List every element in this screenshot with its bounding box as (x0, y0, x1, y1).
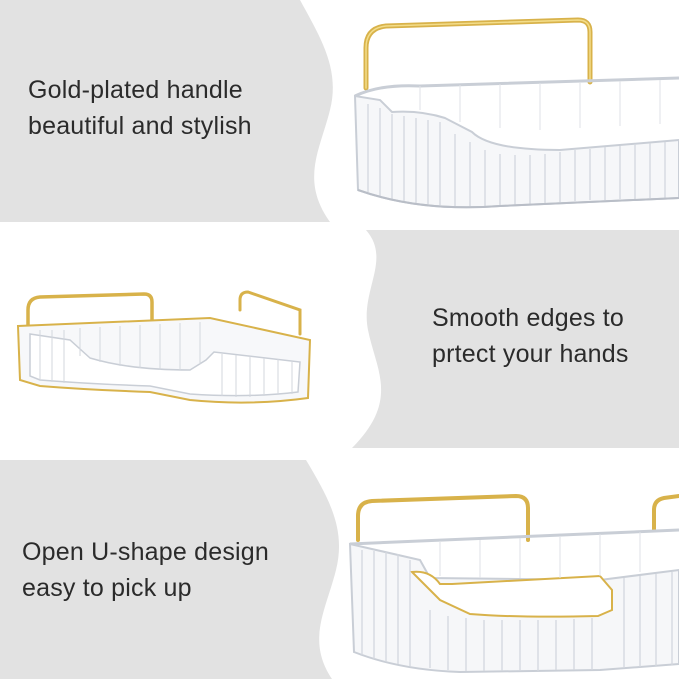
feature-panel-edges: Smooth edges to prtect your hands (0, 230, 679, 448)
feature-panel-handle: Gold-plated handle beautiful and stylish (0, 0, 679, 222)
caption-line-1: Open U-shape design (22, 538, 270, 566)
caption-line-2: easy to pick up (22, 574, 192, 602)
panel-divider (0, 222, 679, 230)
feature-caption: Smooth edges to prtect your hands (432, 300, 629, 372)
feature-caption: Open U-shape design easy to pick up (22, 534, 269, 606)
caption-line-1: Gold-plated handle (28, 76, 243, 104)
feature-caption: Gold-plated handle beautiful and stylish (28, 72, 252, 144)
caption-line-2: beautiful and stylish (28, 112, 252, 140)
caption-line-2: prtect your hands (432, 340, 629, 368)
corner-shelf-image (348, 493, 679, 674)
panel-divider (0, 448, 679, 460)
feature-panel-u-shape: Open U-shape design easy to pick up (0, 460, 679, 679)
corner-shelf-image (353, 17, 679, 209)
caption-line-1: Smooth edges to (432, 304, 625, 332)
corner-shelf-image (16, 290, 312, 404)
